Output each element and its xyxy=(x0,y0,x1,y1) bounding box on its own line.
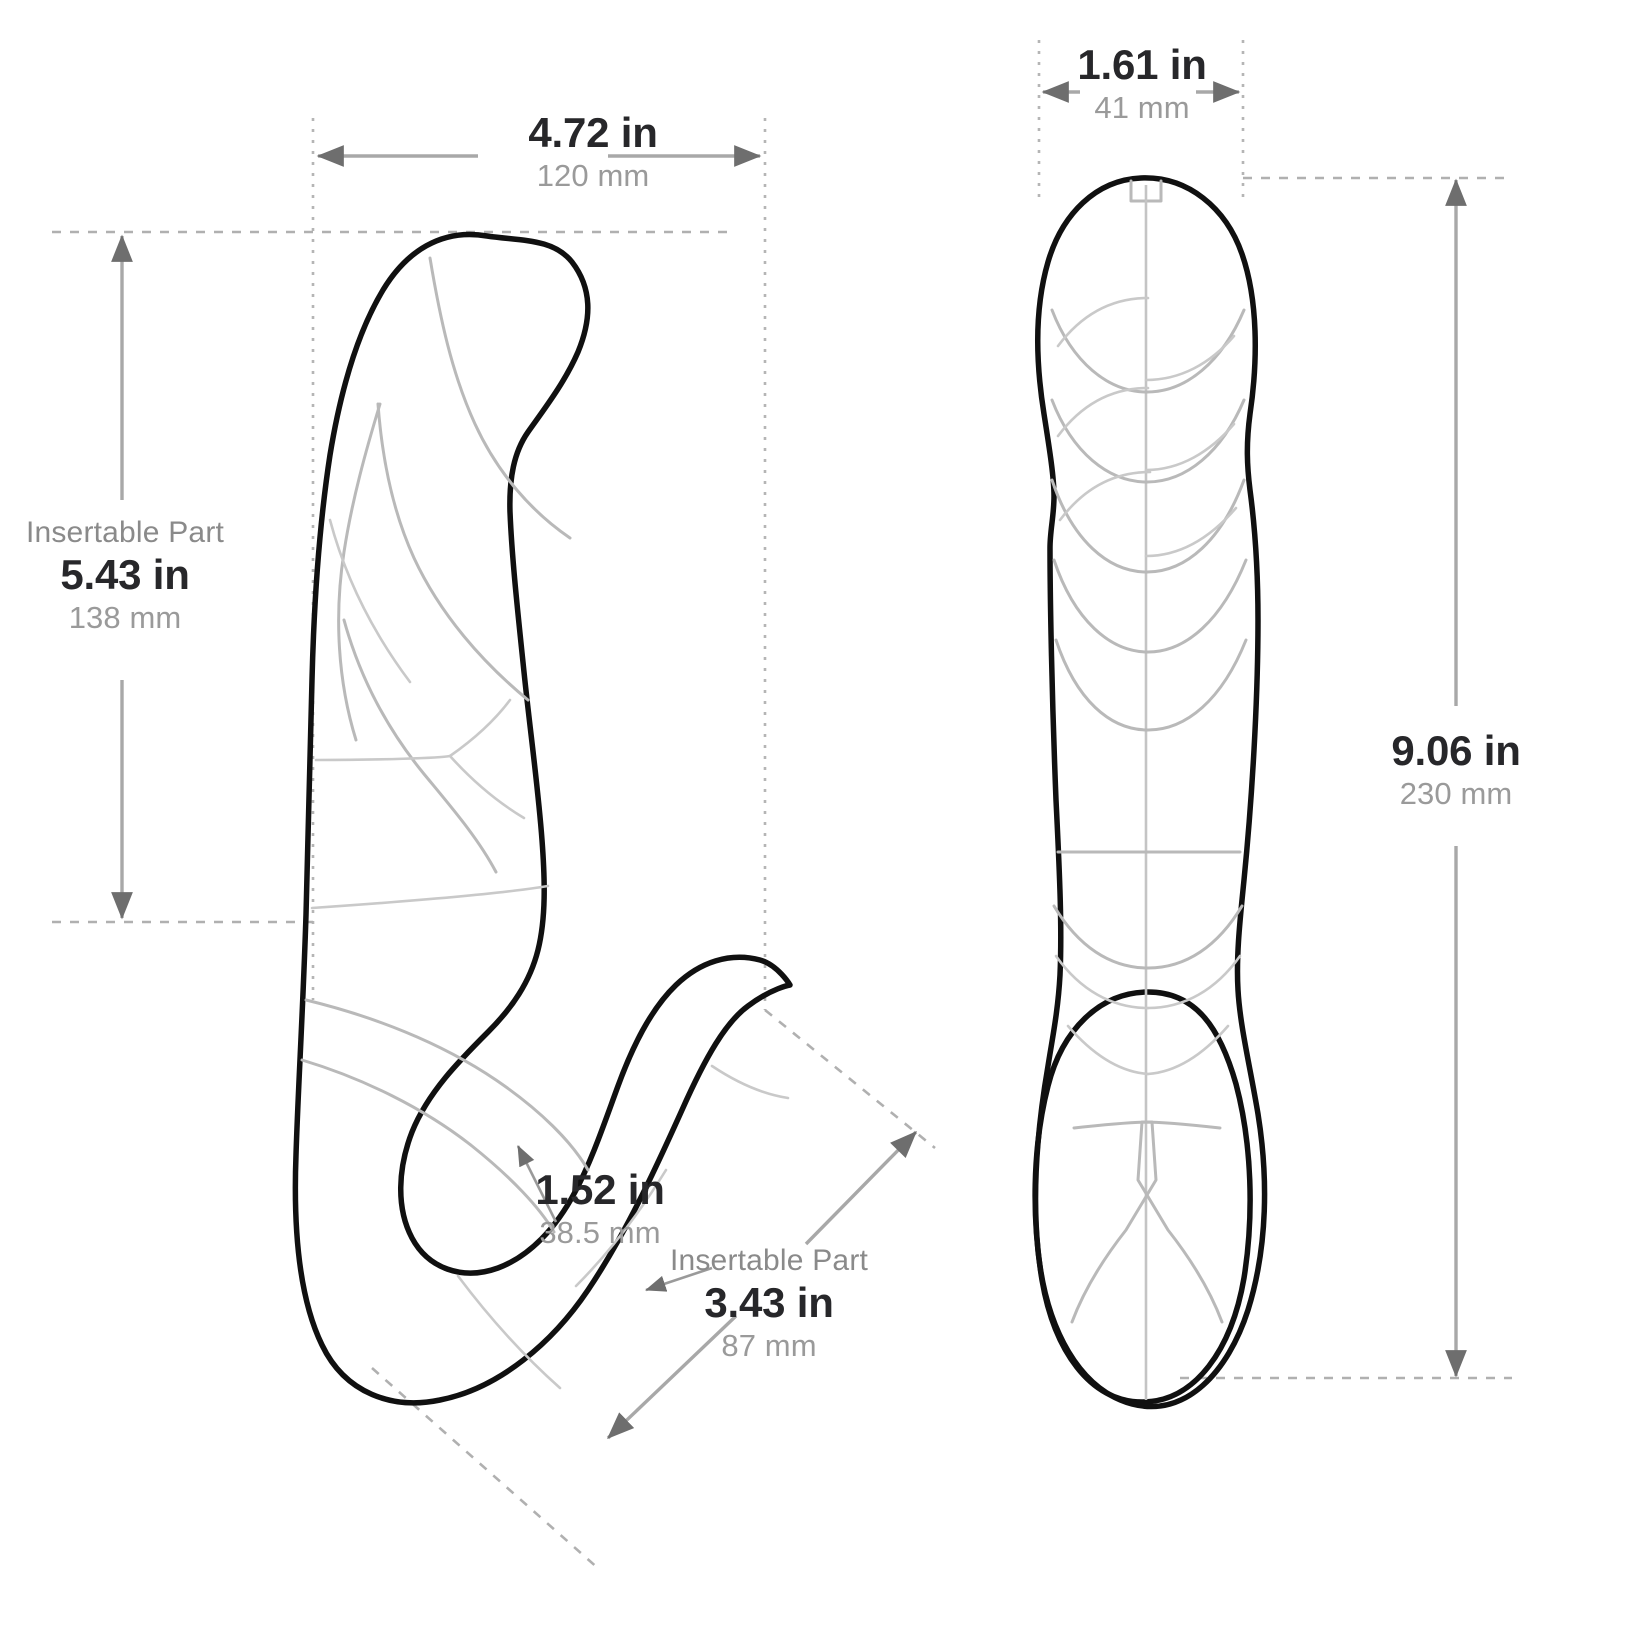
dimension-label-width-front: 1.61 in 41 mm xyxy=(992,40,1292,126)
width-top-primary: 4.72 in xyxy=(528,109,658,156)
width-top-secondary: 120 mm xyxy=(536,157,650,193)
dimension-label-insertable-left: Insertable Part 5.43 in 138 mm xyxy=(0,515,250,637)
dimension-label-total-length-right: 9.06 in 230 mm xyxy=(1306,726,1606,812)
front-view-outline xyxy=(1032,175,1268,1410)
dimension-label-insertable-bottom: Insertable Part 3.43 in 87 mm xyxy=(611,1243,927,1365)
insertable-bottom-caption: Insertable Part xyxy=(669,1244,869,1277)
front-view-detail-lines xyxy=(1050,296,1248,1324)
front-view-extension-lines xyxy=(1037,40,1512,1380)
insertable-left-caption: Insertable Part xyxy=(25,516,225,549)
dimension-label-girth-center: 1.52 in 38.5 mm xyxy=(450,1165,750,1251)
side-view-extension-lines xyxy=(52,118,936,1571)
insertable-left-primary: 5.43 in xyxy=(60,551,190,599)
total-length-right-secondary: 230 mm xyxy=(1399,775,1513,811)
side-view-detail-lines xyxy=(300,256,790,1390)
dimension-label-width-top: 4.72 in 120 mm xyxy=(383,108,803,194)
insertable-bottom-primary: 3.43 in xyxy=(704,1279,834,1327)
girth-center-primary: 1.52 in xyxy=(535,1166,665,1213)
insertable-left-secondary: 138 mm xyxy=(68,599,182,635)
insertable-bottom-secondary: 87 mm xyxy=(721,1327,817,1363)
width-front-primary: 1.61 in xyxy=(1077,41,1207,88)
dimension-insertable-bottom xyxy=(606,1130,918,1440)
total-length-right-primary: 9.06 in xyxy=(1391,727,1521,774)
dimension-girth-leader xyxy=(516,1145,558,1223)
width-front-secondary: 41 mm xyxy=(1094,89,1190,125)
girth-center-secondary: 38.5 mm xyxy=(539,1214,661,1250)
side-view-outline xyxy=(292,231,793,1406)
